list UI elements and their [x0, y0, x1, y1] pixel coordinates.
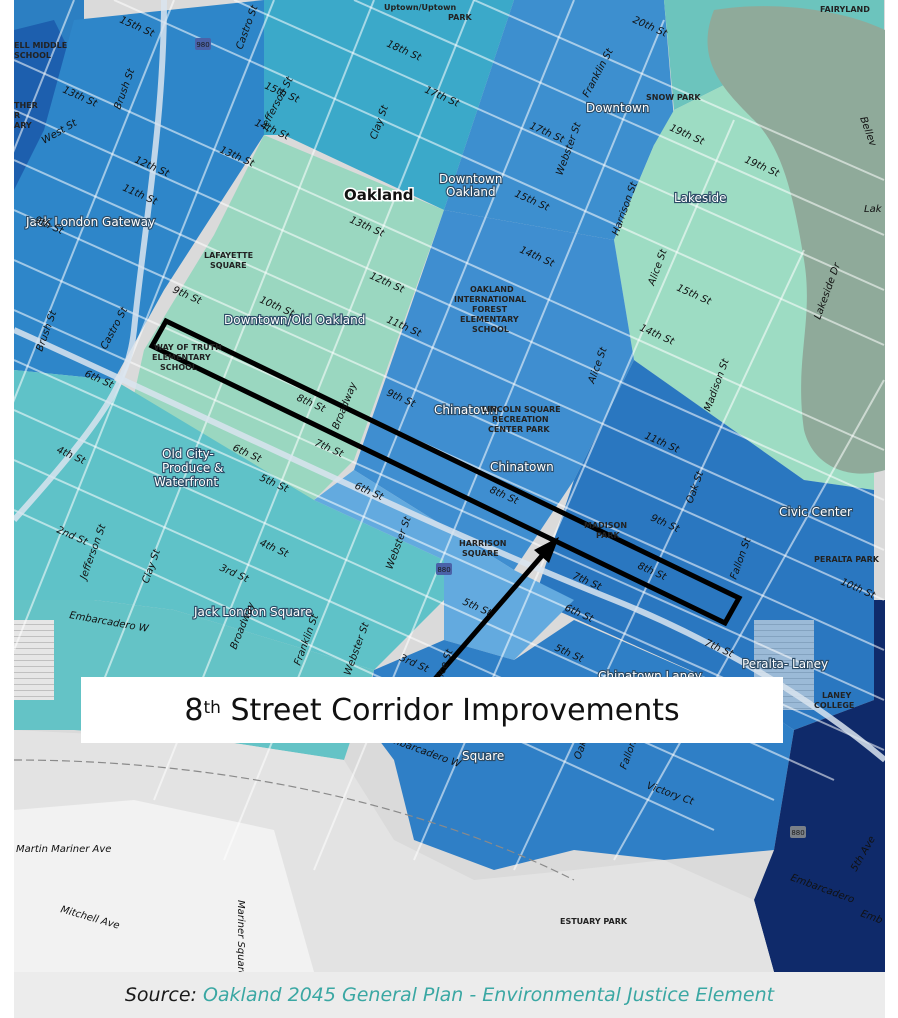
poi-label: THER	[14, 101, 38, 110]
shipping-area	[14, 620, 54, 700]
corridor-outline[interactable]	[148, 317, 743, 627]
neighborhood-label: Jack London Gateway	[25, 215, 155, 229]
poi-label: PARK	[448, 13, 472, 22]
neighborhood-label: Chinatown	[434, 403, 498, 417]
poi-label: SCHOOL	[472, 325, 509, 334]
neighborhood-label: Downtown	[586, 101, 649, 115]
neighborhood-label: Downtown/Old Oakland	[224, 313, 365, 327]
poi-label: RECREATION	[492, 415, 549, 424]
poi-label: OAKLAND	[470, 285, 514, 294]
freeways	[14, 0, 885, 763]
neighborhood-label: Jack London Square	[193, 605, 312, 619]
tract	[14, 20, 74, 200]
poi-label: ELEMENTARY	[460, 315, 519, 324]
poi-label: R	[14, 111, 20, 120]
poi-label: SQUARE	[462, 549, 499, 558]
neighborhood-label: Chinatown	[490, 460, 554, 474]
poi-label: FOREST	[472, 305, 508, 314]
callout-arrow	[432, 537, 559, 682]
shield-i880: 880	[790, 826, 806, 838]
neighborhood-label: Oakland	[446, 185, 496, 199]
source-prefix: Source:	[124, 984, 197, 1006]
street-label: Lak	[864, 204, 883, 215]
tract	[14, 370, 444, 670]
poi-label: SNOW PARK	[646, 93, 701, 102]
neighborhood-label: Peralta- Laney	[742, 657, 828, 671]
source-link[interactable]: Oakland 2045 General Plan - Environmenta…	[202, 984, 775, 1006]
poi-label: SQUARE	[210, 261, 247, 270]
neighborhood-label: Waterfront	[154, 475, 218, 489]
svg-text:880: 880	[437, 566, 450, 574]
tract	[754, 600, 885, 972]
poi-label: CENTER PARK	[488, 425, 550, 434]
street-label: Martin Mariner Ave	[16, 844, 111, 855]
poi-label: HARRISON	[459, 539, 506, 548]
poi-label: PARK	[596, 531, 620, 540]
shield-i880: 880	[436, 563, 452, 575]
lake-merritt	[707, 6, 885, 474]
neighborhood-label: Old City-	[162, 447, 214, 461]
poi-label: PERALTA PARK	[814, 555, 880, 564]
map[interactable]: 980 880 880 Oakland Downtown Downtown Oa…	[14, 0, 885, 972]
neighborhood-label: Downtown	[439, 172, 502, 186]
poi-label: INTERNATIONAL	[454, 295, 526, 304]
poi-label: ELEMENTARY	[152, 353, 211, 362]
tract	[124, 135, 444, 500]
svg-text:980: 980	[196, 41, 209, 49]
callout-superscript: th	[203, 698, 221, 718]
poi-label: MADISON	[584, 521, 627, 530]
poi-label: LAFAYETTE	[204, 251, 253, 260]
neighborhood-label: Lakeside	[674, 191, 727, 205]
poi-label: LINCOLN SQUARE	[482, 405, 561, 414]
poi-label: SCHOOL	[160, 363, 197, 372]
neighborhood-label: Civic Center	[779, 505, 852, 519]
poi-label: FAIRYLAND	[820, 5, 870, 14]
street-label: Mariner Square	[235, 900, 246, 972]
poi-label: COLLEGE	[814, 701, 854, 710]
callout-ordinal: 8	[184, 692, 204, 728]
poi-label: SCHOOL	[14, 51, 51, 60]
source-caption: Source: Oakland 2045 General Plan - Envi…	[14, 972, 885, 1018]
poi-label: LANEY	[822, 691, 851, 700]
svg-text:880: 880	[791, 829, 804, 837]
poi-label: WAY OF TRUTH	[154, 343, 222, 352]
shield-i980: 980	[195, 38, 211, 50]
poi-label: ELL MIDDLE	[14, 41, 67, 50]
neighborhood-label: Produce &	[162, 461, 223, 475]
neighborhood-label: Square	[462, 749, 504, 763]
city-label: Oakland	[344, 186, 414, 204]
alameda-land	[14, 800, 314, 972]
poi-label: ESTUARY PARK	[560, 917, 628, 926]
callout-text: Street Corridor Improvements	[220, 692, 680, 728]
tract	[14, 0, 264, 380]
poi-label: ARY	[14, 121, 32, 130]
poi-label: Uptown/Uptown	[384, 3, 456, 12]
tract	[264, 0, 514, 210]
